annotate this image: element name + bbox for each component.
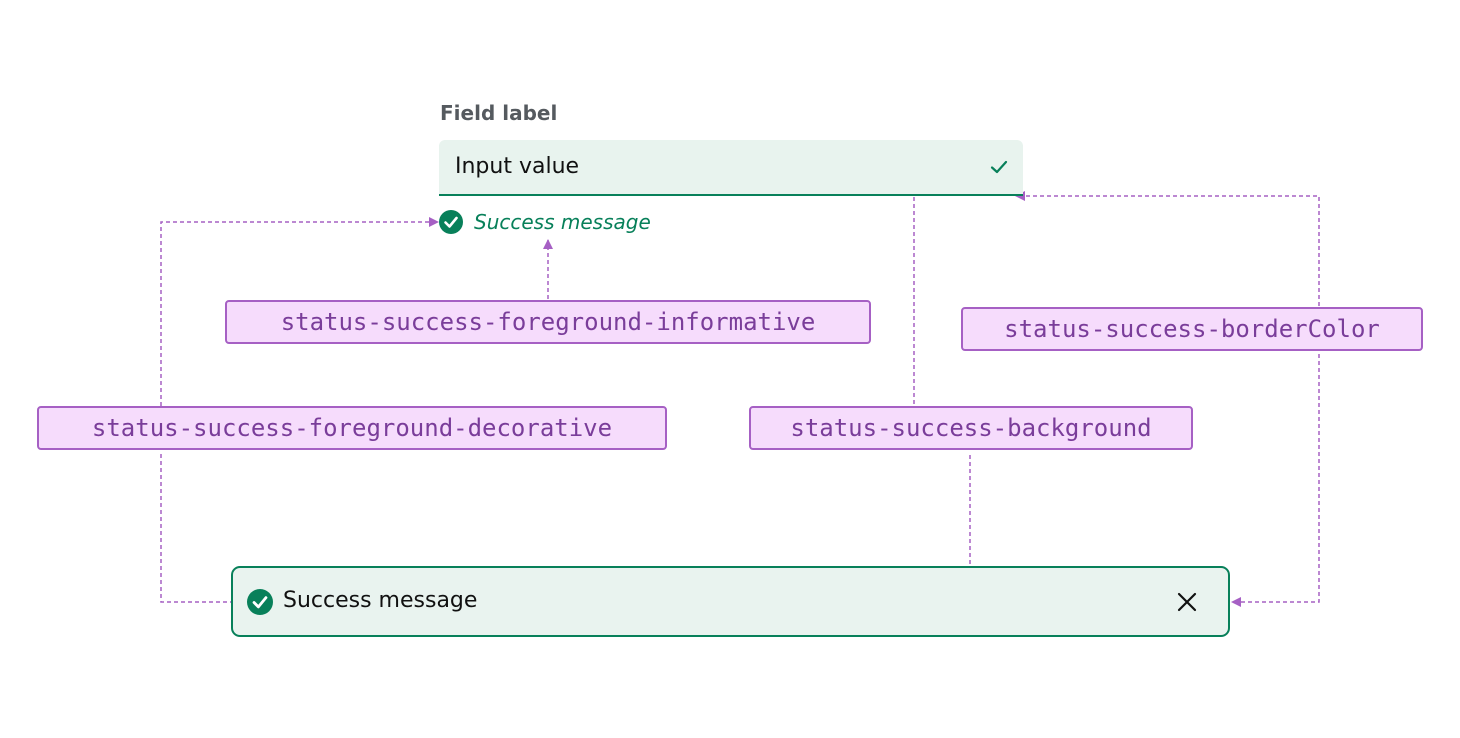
field-label: Field label (440, 101, 558, 125)
banner-message: Success message (283, 588, 478, 613)
field-success-message: Success message (439, 209, 651, 235)
connector-border-to-banner (1231, 354, 1320, 607)
connector-border-to-input (1015, 191, 1320, 306)
success-circle-icon (439, 210, 463, 234)
input-field[interactable]: Input value (439, 140, 1023, 196)
success-message-text: Success message (474, 210, 651, 234)
success-banner: Success message (231, 566, 1230, 637)
checkmark-icon (990, 160, 1008, 174)
token-border-color: status-success-borderColor (961, 307, 1423, 351)
token-foreground-decorative: status-success-foreground-decorative (37, 406, 667, 450)
success-circle-icon (247, 589, 273, 615)
token-foreground-informative: status-success-foreground-informative (225, 300, 871, 344)
close-icon[interactable] (1176, 591, 1198, 613)
input-value[interactable]: Input value (455, 154, 580, 179)
token-background: status-success-background (749, 406, 1193, 450)
